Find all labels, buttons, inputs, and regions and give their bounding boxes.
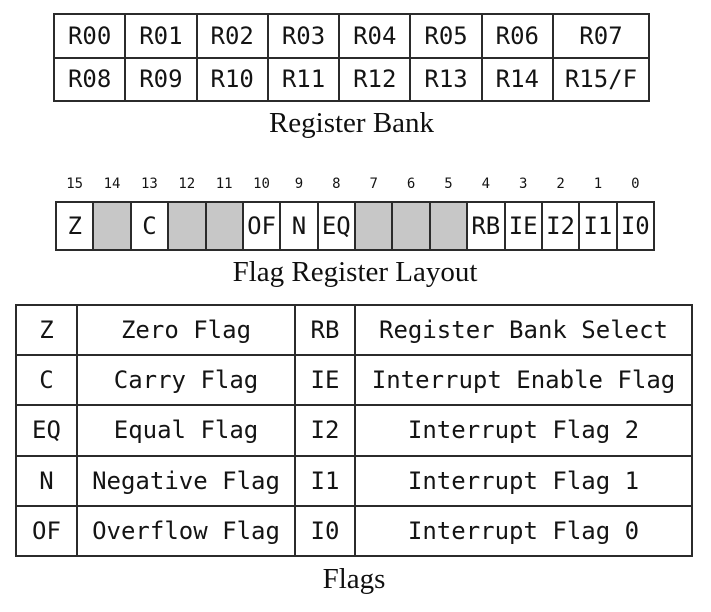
bit-number: 0 [631, 176, 640, 192]
bit-number: 1 [593, 176, 603, 192]
flag-abbrev-cell: I2 [296, 406, 354, 455]
flag-abbrev-cell: RB [296, 306, 354, 355]
flag-abbrev-cell: EQ [17, 406, 76, 455]
flag-bit-cell: I0 [617, 203, 653, 249]
bit-number: 6 [406, 176, 416, 192]
bit-number: 11 [215, 176, 233, 192]
flag-bit-cell [206, 203, 242, 249]
bit-number: 3 [518, 176, 528, 192]
bit-number: 10 [253, 176, 270, 192]
flag-abbrev-cell: N [17, 456, 76, 505]
flags-table: Z Zero Flag RB Register Bank Select C Ca… [15, 304, 693, 557]
register-cell: R08 [55, 58, 125, 100]
flags-caption: Flags [322, 563, 386, 595]
flag-desc-cell: Negative Flag [78, 456, 294, 505]
flag-desc-cell: Interrupt Enable Flag [356, 356, 691, 405]
register-bank-caption: Register Bank [268, 107, 435, 139]
flag-bit-cell [94, 203, 130, 249]
register-cell: R11 [268, 58, 339, 100]
bit-number: 12 [178, 176, 196, 192]
register-cell: R02 [197, 15, 267, 57]
flag-bit-cell [430, 203, 467, 249]
flag-desc-cell: Overflow Flag [78, 506, 294, 555]
flag-desc-cell: Carry Flag [78, 356, 294, 405]
flag-desc-cell: Register Bank Select [356, 306, 691, 355]
flag-abbrev-cell: OF [17, 506, 76, 555]
flag-register-layout: Z C OF N EQ RB IE I2 I1 I0 [55, 201, 655, 251]
bit-number: 4 [481, 176, 491, 192]
flag-desc-cell: Equal Flag [78, 406, 294, 455]
flag-bit-cell [169, 203, 205, 249]
register-cell: R07 [553, 15, 648, 57]
register-cell: R00 [55, 15, 125, 57]
flag-abbrev-cell: I1 [296, 456, 354, 505]
bit-number-row: 15 14 13 12 11 10 9 8 7 6 5 4 3 2 1 0 [55, 176, 655, 192]
flag-desc-cell: Zero Flag [78, 306, 294, 355]
bit-number: 5 [444, 176, 453, 192]
register-cell: R05 [411, 15, 481, 57]
flag-bit-cell [393, 203, 429, 249]
bit-number: 7 [369, 176, 378, 192]
flag-bit-cell [356, 203, 392, 249]
bit-number: 9 [294, 176, 304, 192]
bit-number: 15 [66, 176, 84, 192]
register-cell: R04 [340, 15, 410, 57]
flag-desc-cell: Interrupt Flag 2 [356, 406, 691, 455]
register-cell: R01 [126, 15, 196, 57]
register-cell: R14 [482, 58, 552, 100]
flag-desc-cell: Interrupt Flag 0 [356, 506, 691, 555]
bit-number: 8 [332, 176, 341, 192]
flag-bit-cell: EQ [318, 203, 354, 249]
register-cell: R13 [411, 58, 481, 100]
flag-bit-cell: RB [468, 203, 504, 249]
flag-abbrev-cell: C [17, 356, 76, 405]
flag-abbrev-cell: Z [17, 306, 76, 355]
bit-number: 13 [141, 176, 158, 192]
flag-bit-cell: N [281, 203, 317, 249]
flag-bit-cell: C [131, 203, 168, 249]
flag-bit-cell: I2 [542, 203, 579, 249]
flag-bit-cell: Z [57, 203, 93, 249]
flag-abbrev-cell: IE [296, 356, 354, 405]
bit-number: 2 [556, 176, 565, 192]
register-cell: R09 [126, 58, 196, 100]
register-cell: R12 [340, 58, 410, 100]
flag-register-caption: Flag Register Layout [232, 256, 478, 288]
flag-bit-cell: I1 [580, 203, 616, 249]
register-cell: R10 [197, 58, 267, 100]
register-cell: R06 [482, 15, 552, 57]
register-bank-table: R00 R01 R02 R03 R04 R05 R06 R07 R08 R09 … [53, 13, 650, 102]
flag-abbrev-cell: I0 [296, 506, 354, 555]
bit-number: 14 [103, 176, 121, 192]
flag-desc-cell: Interrupt Flag 1 [356, 456, 691, 505]
flag-bit-cell: OF [243, 203, 280, 249]
flag-bit-cell: IE [505, 203, 541, 249]
register-cell: R15/F [553, 58, 648, 100]
register-cell: R03 [268, 15, 339, 57]
